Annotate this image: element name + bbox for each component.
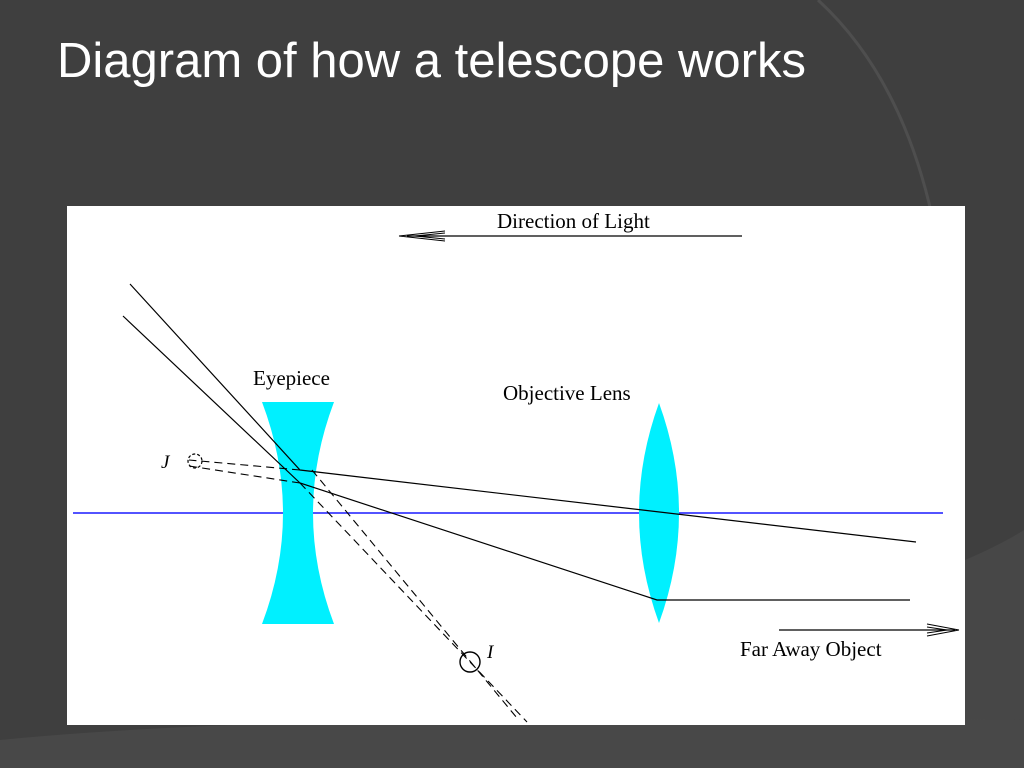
objective-lens <box>639 403 679 623</box>
direction-arrow <box>398 230 742 242</box>
far-away-object-label: Far Away Object <box>740 637 882 661</box>
eyepiece-label: Eyepiece <box>253 366 330 390</box>
direction-of-light-label: Direction of Light <box>497 209 650 233</box>
object-arrow <box>779 623 960 637</box>
slide-title: Diagram of how a telescope works <box>57 34 806 88</box>
image-label-i: I <box>486 642 495 663</box>
virtual-rays <box>188 459 528 723</box>
eyepiece-lens <box>262 402 334 624</box>
image-point-j <box>187 453 203 469</box>
objective-lens-label: Objective Lens <box>503 381 631 405</box>
telescope-diagram: Direction of Light Eyepiece Objective Le… <box>67 206 965 725</box>
image-point-i <box>459 651 481 673</box>
light-rays <box>122 283 917 601</box>
image-label-j: J <box>161 452 171 473</box>
